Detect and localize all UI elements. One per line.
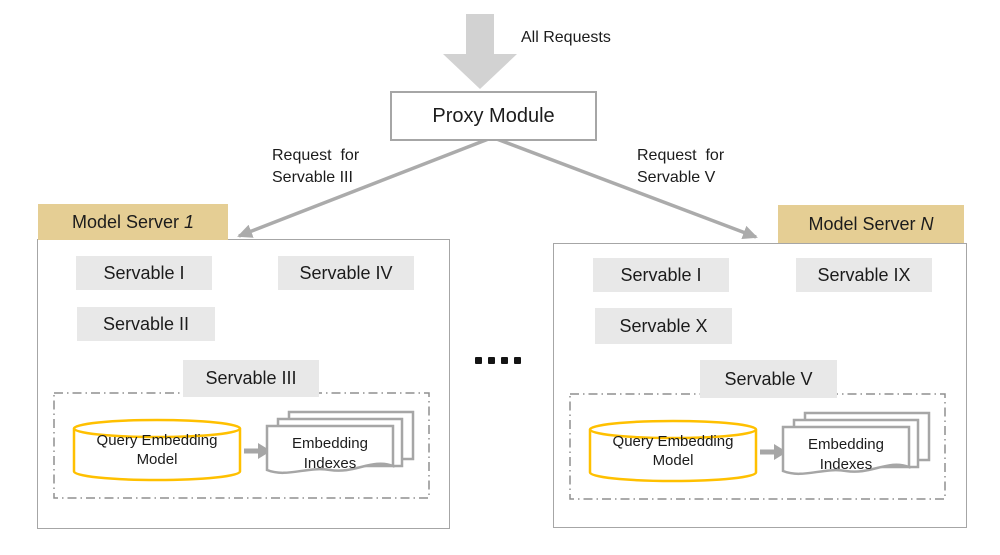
servable-chip: Servable IX bbox=[796, 258, 932, 292]
servable-pipeline: Query Embedding Model Embedding Indexes bbox=[569, 393, 946, 500]
pipeline-graphics bbox=[53, 392, 430, 499]
database-cylinder-icon bbox=[72, 418, 242, 482]
query-embedding-model-line2: Model bbox=[652, 452, 694, 469]
server-title-text: Model Server bbox=[71, 211, 180, 232]
model-server-n-title: Model Server N bbox=[778, 205, 964, 243]
pipeline-arrow-icon bbox=[244, 443, 271, 459]
embedding-indexes-line1: Embedding bbox=[292, 435, 368, 452]
server-title-number: N bbox=[920, 213, 934, 234]
embedding-indexes-label: Embedding Indexes bbox=[783, 433, 909, 477]
query-embedding-model-label: Query Embedding Model bbox=[590, 427, 756, 475]
ellipsis-dot bbox=[501, 357, 508, 364]
model-server-n: Model Server N Servable I Servable IX Se… bbox=[553, 205, 967, 528]
request-label-left-line1: Request for bbox=[272, 147, 360, 164]
query-embedding-model-line2: Model bbox=[136, 451, 178, 468]
proxy-module-box: Proxy Module bbox=[390, 91, 597, 141]
servable-chip: Servable V bbox=[700, 360, 837, 398]
request-label-right: Request for Servable V bbox=[637, 145, 724, 189]
proxy-module-label: Proxy Module bbox=[432, 104, 555, 127]
database-cylinder-icon bbox=[588, 419, 758, 483]
request-label-left: Request for Servable III bbox=[272, 145, 359, 189]
query-embedding-model-label: Query Embedding Model bbox=[74, 426, 240, 474]
pipeline-arrow-icon bbox=[760, 444, 787, 460]
query-embedding-model-line1: Query Embedding bbox=[96, 432, 218, 449]
query-embedding-model-line1: Query Embedding bbox=[612, 433, 734, 450]
server-title-text: Model Server bbox=[808, 213, 916, 234]
all-requests-label: All Requests bbox=[521, 29, 611, 46]
servable-chip: Servable IV bbox=[278, 256, 414, 290]
embedding-indexes-line2: Indexes bbox=[303, 455, 357, 472]
request-label-right-line2: Servable V bbox=[637, 169, 716, 186]
document-stack-icon bbox=[781, 411, 931, 476]
embedding-indexes-label: Embedding Indexes bbox=[267, 432, 393, 476]
servable-chip: Servable X bbox=[595, 308, 732, 344]
ellipsis-dot bbox=[475, 357, 482, 364]
servable-pipeline: Query Embedding Model Embedding Indexes bbox=[53, 392, 430, 499]
embedding-indexes-line2: Indexes bbox=[819, 456, 873, 473]
servable-chip: Servable I bbox=[593, 258, 729, 292]
document-stack-icon bbox=[265, 410, 415, 475]
pipeline-graphics bbox=[569, 393, 946, 500]
request-label-left-line2: Servable III bbox=[272, 169, 353, 186]
request-label-right-line1: Request for bbox=[637, 147, 725, 164]
ellipsis-dot bbox=[488, 357, 495, 364]
servable-chip: Servable I bbox=[76, 256, 212, 290]
servable-chip: Servable II bbox=[77, 307, 215, 341]
ellipsis-dot bbox=[514, 357, 521, 364]
servable-chip: Servable III bbox=[183, 360, 319, 397]
server-title-number: 1 bbox=[184, 211, 195, 232]
model-server-1-title: Model Server 1 bbox=[38, 204, 228, 240]
down-block-arrow-icon bbox=[443, 14, 517, 89]
model-server-1: Model Server 1 Servable I Servable IV Se… bbox=[37, 204, 450, 529]
ellipsis-icon bbox=[475, 357, 521, 364]
embedding-indexes-line1: Embedding bbox=[808, 436, 884, 453]
